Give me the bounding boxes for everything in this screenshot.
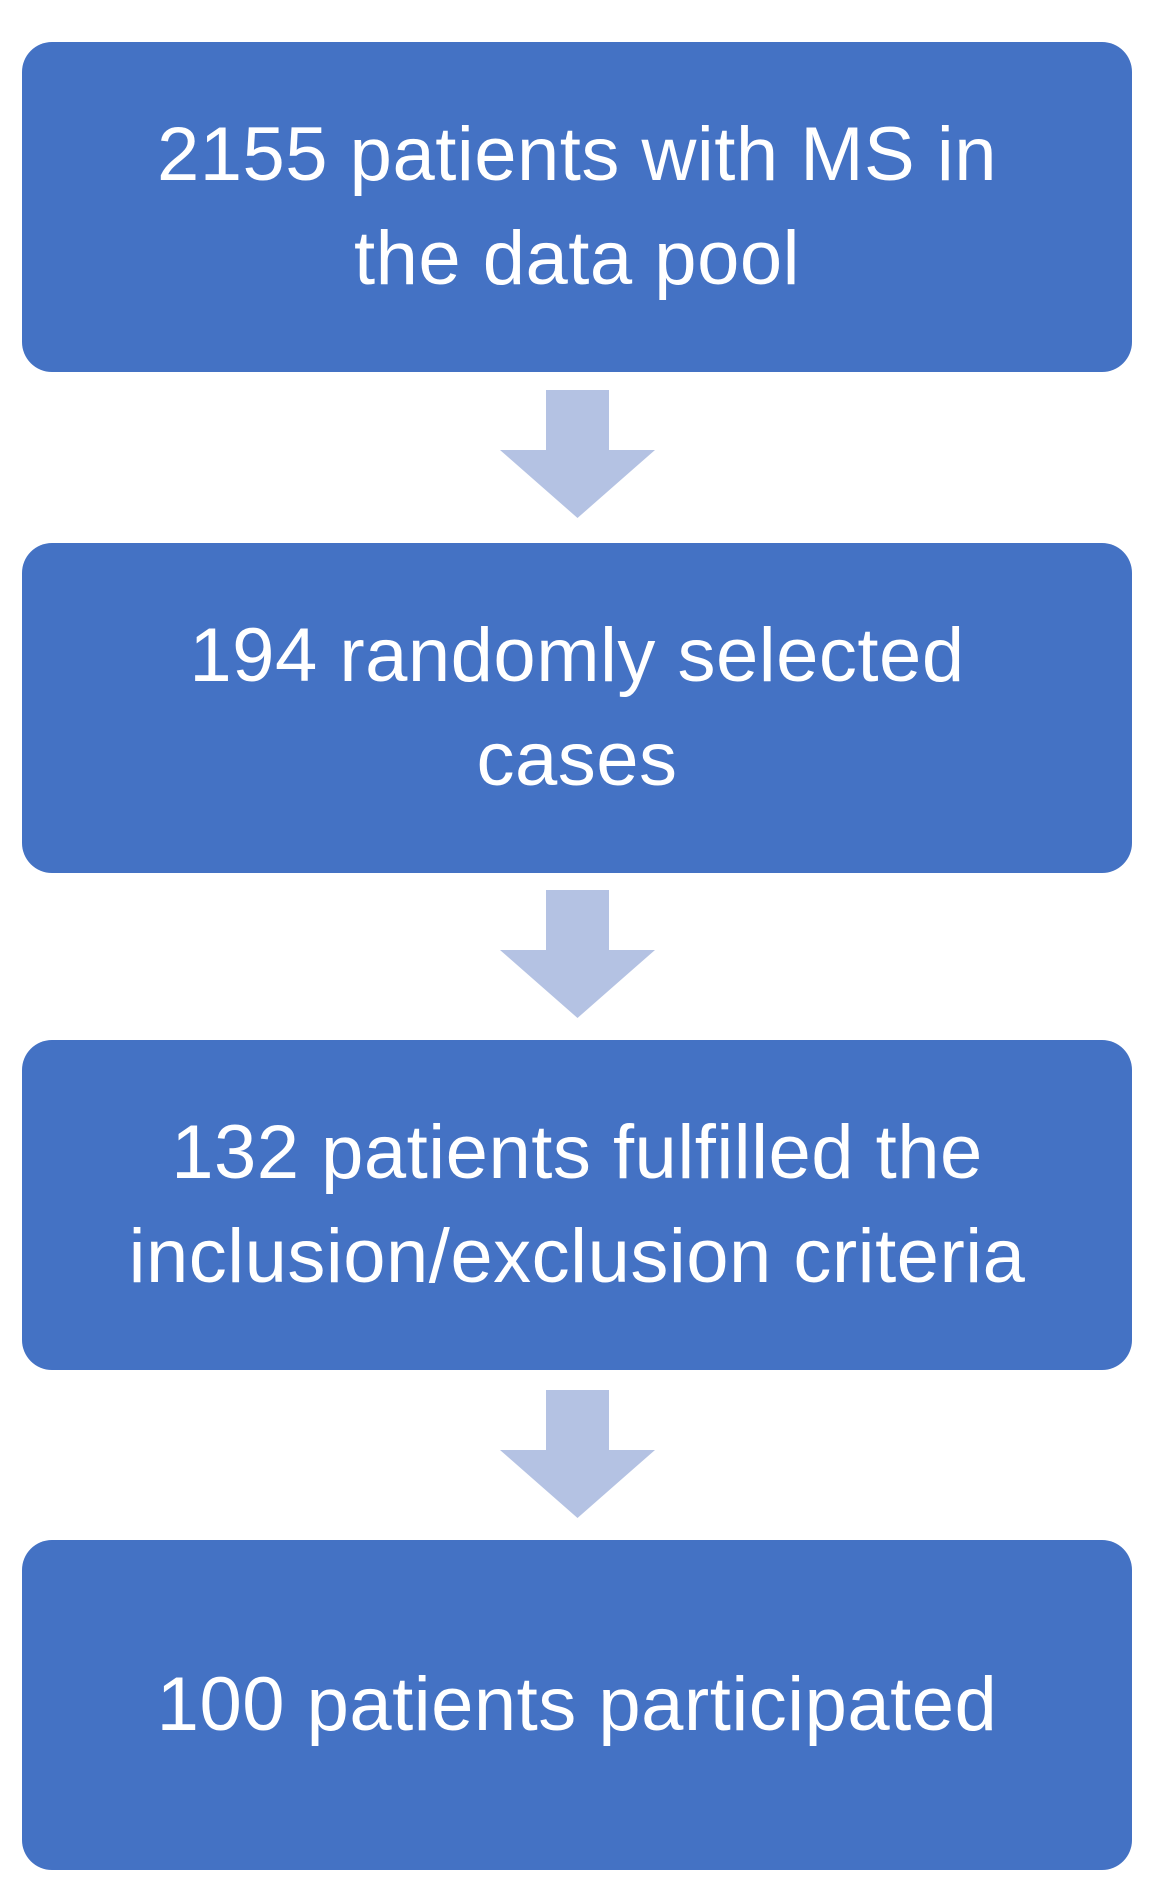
step-label: 132 patients fulfilled the inclusion/exc… [128,1110,1026,1299]
step-label: 2155 patients with MS in the data pool [156,112,998,301]
step-box-random-selection: 194 randomly selected cases [22,543,1132,873]
down-arrow-icon [500,890,655,1018]
step-box-criteria: 132 patients fulfilled the inclusion/exc… [22,1040,1132,1370]
step-box-participated: 100 patients participated [22,1540,1132,1870]
down-arrow-icon [500,1390,655,1518]
step-box-data-pool: 2155 patients with MS in the data pool [22,42,1132,372]
down-arrow-icon [500,390,655,518]
step-label: 100 patients participated [156,1662,998,1747]
step-label: 194 randomly selected cases [189,613,965,802]
